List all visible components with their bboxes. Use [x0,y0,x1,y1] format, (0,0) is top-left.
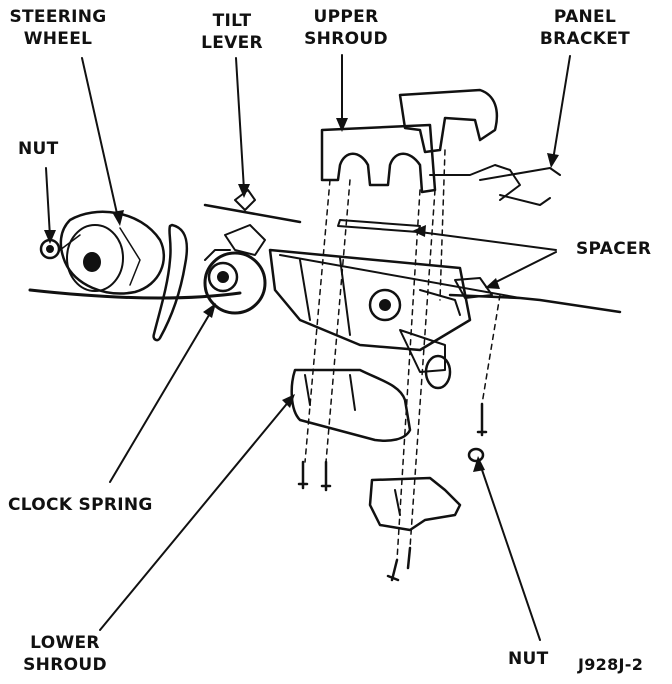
upper-shroud-part [320,123,437,194]
label-tilt-lever-line2: LEVER [201,33,263,53]
label-upper-shroud: UPPER SHROUD [298,6,394,50]
label-lower-shroud: LOWER SHROUD [20,632,110,676]
clock-spring-part [203,249,267,315]
label-steering-wheel: STEERING WHEEL [8,6,108,50]
leader-panel-bracket [552,55,571,161]
arrow-tilt-lever [238,184,250,198]
label-panel-bracket-line2: BRACKET [539,29,631,49]
spacer-upper [337,219,421,233]
leader-nut-bottom [479,463,541,641]
upper-bracket-part [398,88,561,206]
steering-column-body [268,248,622,390]
arrowheads [44,118,559,472]
label-lower-shroud-line1: LOWER [30,633,100,653]
label-steering-wheel-line2: WHEEL [23,29,93,49]
tilt-lever-part [203,189,302,256]
arrow-clock-spring [203,303,216,318]
label-clock-spring: CLOCK SPRING [8,495,153,515]
leader-spacer-2 [491,251,557,285]
label-nut-left: NUT [18,139,59,159]
label-spacer: SPACER [576,239,652,259]
leader-spacer-1 [419,231,557,251]
spacer-right [454,277,493,299]
screw-2 [320,460,332,492]
leader-steering-wheel [81,57,119,219]
nut-bottom-part [467,447,485,463]
arrow-spacer-2 [485,278,500,289]
label-tilt-lever: TILT LEVER [192,10,272,54]
arrow-upper-shroud [336,118,348,132]
alignment-lines [304,149,501,561]
label-lower-shroud-line2: SHROUD [23,655,107,675]
label-steering-wheel-line1: STEERING [9,7,107,27]
lower-switch-housing [368,476,462,532]
dash-panel-line [28,288,242,300]
leader-clock-spring [109,309,213,483]
bolt-right [476,402,488,437]
arrow-panel-bracket [547,153,559,168]
arrow-spacer-1 [412,225,426,237]
lower-shroud-part [290,368,412,442]
label-upper-shroud-line2: SHROUD [304,29,388,49]
leader-lower-shroud [99,399,291,631]
arrow-steering-wheel [112,210,124,226]
leader-nut-left [45,167,51,238]
arrow-nut-left [44,230,56,244]
leader-lines [45,54,571,641]
label-tilt-lever-line1: TILT [212,11,252,31]
screw-4 [406,546,412,570]
screw-1 [297,460,309,490]
steering-wheel-shape [59,210,166,295]
screw-3 [386,558,400,582]
arrow-lower-shroud [282,394,295,408]
arrow-nut-bottom [473,456,485,472]
wheel-trim-cover [152,223,189,342]
figure-code: J928J-2 [578,655,644,674]
leader-tilt-lever [235,57,245,191]
label-nut-bottom: NUT [508,649,549,669]
label-upper-shroud-line1: UPPER [313,7,379,27]
label-panel-bracket-line1: PANEL [553,7,617,27]
label-panel-bracket: PANEL BRACKET [530,6,640,50]
